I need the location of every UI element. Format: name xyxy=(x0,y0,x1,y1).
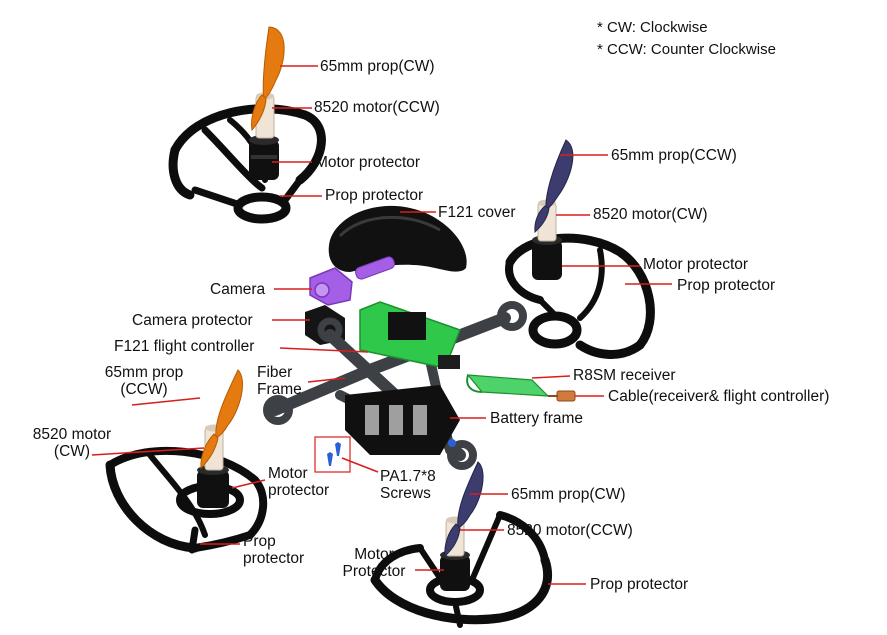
bl-prop-protector xyxy=(105,446,268,554)
label-bl-motor-line1: 8520 motor xyxy=(32,426,112,443)
f121-cover-part xyxy=(328,205,467,272)
top-left-assembly xyxy=(168,26,326,224)
label-bl-motor-protector-line1: Motor xyxy=(268,465,308,482)
label-bl-prop-protector-line1: Prop xyxy=(243,533,276,550)
label-bl-motor: 8520 motor (CW) xyxy=(22,426,122,460)
label-tr-prop-protector: Prop protector xyxy=(677,277,776,294)
br-prop-protector xyxy=(370,511,553,628)
bottom-left-assembly xyxy=(105,369,268,554)
label-tl-prop-protector: Prop protector xyxy=(325,187,424,204)
label-br-prop: 65mm prop(CW) xyxy=(511,486,626,503)
label-bl-prop-protector: Prop protector xyxy=(243,533,304,567)
label-tl-prop: 65mm prop(CW) xyxy=(320,58,435,75)
legend-cw: * CW: Clockwise xyxy=(597,19,708,36)
label-bl-motor-protector-line2: protector xyxy=(268,482,330,499)
label-tl-motor: 8520 motor(CCW) xyxy=(314,99,440,116)
br-prop xyxy=(444,461,484,558)
leader-lines xyxy=(91,65,672,585)
bottom-right-assembly xyxy=(370,461,553,628)
label-fiber-frame: Fiber Frame xyxy=(257,364,302,398)
label-screws-line2: Screws xyxy=(380,485,431,502)
label-bl-prop-protector-line2: protector xyxy=(243,550,305,567)
label-br-motor: 8520 motor(CCW) xyxy=(507,522,633,539)
label-bl-prop-line1: 65mm prop xyxy=(104,364,184,381)
label-bl-prop-line2: (CCW) xyxy=(120,381,168,398)
label-tr-motor: 8520 motor(CW) xyxy=(593,206,708,223)
f121-flight-controller-part xyxy=(359,301,461,369)
label-fiber-frame-line2: Frame xyxy=(257,381,302,398)
label-bl-motor-line2: (CW) xyxy=(53,443,91,460)
label-f121-flight-controller: F121 flight controller xyxy=(114,338,255,355)
label-tr-prop: 65mm prop(CCW) xyxy=(611,147,737,164)
label-br-motor-protector: Motor Protector xyxy=(334,546,414,580)
label-fiber-frame-line1: Fiber xyxy=(257,364,293,381)
label-battery-frame: Battery frame xyxy=(490,410,584,427)
legend-ccw: * CCW: Counter Clockwise xyxy=(597,41,776,58)
r8sm-receiver-part xyxy=(466,374,550,397)
label-br-motor-protector-line2: Protector xyxy=(342,563,406,580)
cable-part xyxy=(548,390,576,402)
tl-motor-protector xyxy=(249,135,279,180)
label-br-motor-protector-line1: Motor xyxy=(354,546,394,563)
label-tr-motor-protector: Motor protector xyxy=(643,256,749,273)
camera-part xyxy=(309,256,395,306)
label-cable: Cable(receiver& flight controller) xyxy=(608,388,830,405)
label-bl-prop: 65mm prop (CCW) xyxy=(94,364,194,398)
tl-prop-protector xyxy=(168,104,326,224)
label-bl-motor-protector: Motor protector xyxy=(268,465,329,499)
label-camera: Camera xyxy=(210,281,266,298)
top-right-assembly xyxy=(505,139,655,359)
label-camera-protector: Camera protector xyxy=(132,312,253,329)
tr-prop xyxy=(534,139,574,234)
bl-prop xyxy=(200,369,244,470)
tr-prop-protector xyxy=(505,233,655,359)
label-f121-cover: F121 cover xyxy=(438,204,516,221)
label-tl-motor-protector: Motor protector xyxy=(315,154,421,171)
label-screws-line1: PA1.7*8 xyxy=(380,468,436,485)
label-r8sm-receiver: R8SM receiver xyxy=(573,367,676,384)
label-screws: PA1.7*8 Screws xyxy=(380,468,436,502)
tr-motor-protector xyxy=(532,235,562,280)
screws-part xyxy=(314,436,351,473)
battery-frame-part xyxy=(345,385,460,455)
tl-prop xyxy=(251,26,285,132)
bl-motor-protector xyxy=(197,465,229,508)
label-br-prop-protector: Prop protector xyxy=(590,576,689,593)
